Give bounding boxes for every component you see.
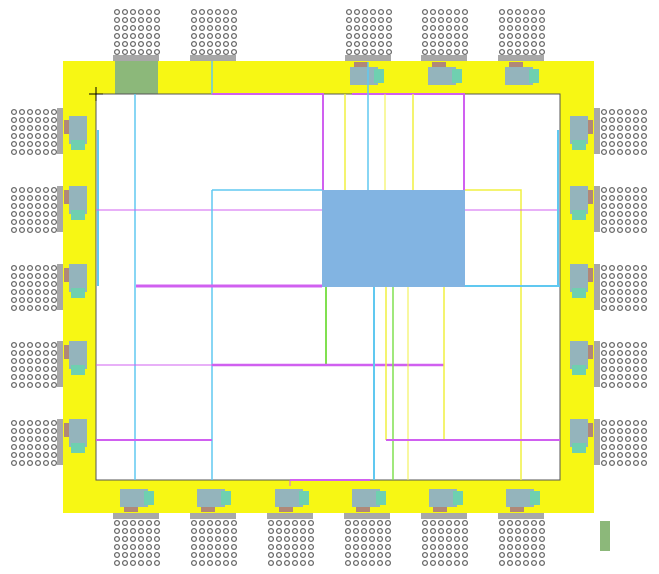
pad-bar xyxy=(113,513,159,519)
pad-bar xyxy=(57,419,63,465)
bond-pad-grid xyxy=(113,8,161,56)
pad-bar xyxy=(267,513,313,519)
bond-pad-grid xyxy=(600,108,648,156)
io-pad-cell xyxy=(64,341,87,375)
io-pad-cell xyxy=(506,489,540,512)
io-pad-cell xyxy=(64,186,87,220)
green-block xyxy=(115,61,158,94)
io-pad-cell xyxy=(570,264,593,298)
bond-pad-grid xyxy=(190,519,238,567)
bond-pad-grid xyxy=(600,186,648,234)
wire xyxy=(465,189,522,480)
io-pad-cell xyxy=(429,489,463,512)
io-pad-cell xyxy=(64,264,87,298)
bond-pad-grid xyxy=(10,419,58,467)
bond-pad-grid xyxy=(344,519,392,567)
bond-pad-grid xyxy=(267,519,315,567)
corner-green-marker xyxy=(600,521,610,551)
pad-bar xyxy=(113,55,159,61)
bond-pad-grid xyxy=(600,341,648,389)
wire xyxy=(212,93,324,190)
pad-bar xyxy=(345,55,391,61)
pad-bar xyxy=(57,186,63,232)
pad-bar xyxy=(421,513,467,519)
bond-pad-grid xyxy=(10,108,58,156)
io-pad-cell xyxy=(570,186,593,220)
pad-bar xyxy=(57,108,63,154)
origin-crosshair-icon xyxy=(89,87,103,101)
io-pad-cell xyxy=(275,489,309,512)
bond-pad-grid xyxy=(10,186,58,234)
bond-pad-grid xyxy=(10,341,58,389)
io-pad-cell xyxy=(505,62,539,85)
bond-pad-grid xyxy=(345,8,393,56)
bond-pad-grid xyxy=(600,419,648,467)
bond-pad-grid xyxy=(600,264,648,312)
io-pad-cells xyxy=(64,62,593,512)
io-pad-cell xyxy=(570,419,593,453)
bond-pad-grid xyxy=(421,8,469,56)
io-pad-cell xyxy=(64,419,87,453)
io-pad-cell xyxy=(428,62,462,85)
pad-bar xyxy=(57,264,63,310)
pad-bar xyxy=(594,341,600,387)
bond-pad-grid xyxy=(421,519,469,567)
bond-pad-grid xyxy=(190,8,238,56)
io-pad-cell xyxy=(197,489,231,512)
pad-bar xyxy=(57,341,63,387)
pad-bar xyxy=(594,108,600,154)
routing-wires xyxy=(96,61,560,486)
macro-block[interactable] xyxy=(322,190,465,287)
io-pad-cell xyxy=(64,116,87,150)
io-pad-cell xyxy=(352,489,386,512)
io-pad-cell xyxy=(570,341,593,375)
bond-pad-grids xyxy=(10,8,648,567)
pad-bar xyxy=(594,264,600,310)
io-pad-cell xyxy=(120,489,154,512)
pad-bar xyxy=(498,513,544,519)
io-pad-cell xyxy=(350,62,384,85)
pad-bar xyxy=(190,513,236,519)
pad-bar xyxy=(594,186,600,232)
pad-bar xyxy=(190,55,236,61)
bond-pad-grid xyxy=(498,519,546,567)
bond-pad-grid xyxy=(10,264,58,312)
bond-pad-grid xyxy=(498,8,546,56)
pad-bar xyxy=(498,55,544,61)
bond-pad-grid xyxy=(113,519,161,567)
io-pad-cell xyxy=(570,116,593,150)
pad-bar xyxy=(594,419,600,465)
wire xyxy=(352,93,465,190)
pad-bar xyxy=(421,55,467,61)
pad-bar xyxy=(344,513,390,519)
